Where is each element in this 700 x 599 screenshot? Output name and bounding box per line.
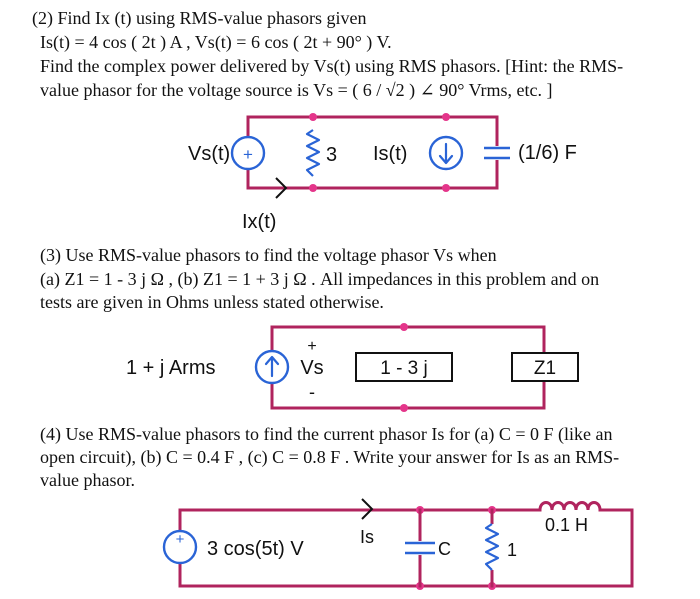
problem4-line1: (4) Use RMS-value phasors to find the cu…: [40, 424, 613, 444]
p4-source-sign: +: [176, 531, 185, 548]
p4-is-arrow-icon: [361, 498, 374, 520]
p3-node-top-1: [400, 323, 408, 331]
p4-resistor: [484, 523, 500, 571]
p3-node-bot-1: [400, 404, 408, 412]
problem3-line2: (a) Z1 = 1 - 3 j Ω , (b) Z1 = 1 + 3 j Ω …: [40, 269, 600, 289]
p2-voltage-source: [230, 135, 266, 171]
p2-resistor: [305, 129, 321, 177]
p2-ix-label: Ix(t): [242, 211, 276, 233]
p2-vs-sign: +: [243, 145, 253, 164]
p4-source-label: 3 cos(5t) V: [207, 538, 304, 560]
p3-impedance-box-z1: [511, 352, 579, 382]
p4-c-label: C: [438, 539, 451, 559]
p2-c-label: (1/6) F: [518, 142, 577, 164]
p3-source-label: 1 + j Arms: [126, 357, 215, 379]
p3-vs-plus: +: [307, 338, 316, 355]
p3-box2-label: Z1: [534, 358, 556, 379]
problem2-line2: Is(t) = 4 cos ( 2t ) A , Vs(t) = 6 cos (…: [40, 32, 392, 52]
arrow-up-icon: [264, 355, 280, 378]
problem2-line4: value phasor for the voltage source is V…: [40, 80, 553, 100]
p3-vs-label: Vs: [300, 357, 323, 379]
p3-impedance-box-1: [355, 352, 453, 382]
p4-is-label: Is: [360, 527, 374, 547]
p2-node-bot-2: [442, 184, 450, 192]
p2-node-top-2: [442, 113, 450, 121]
p2-node-bot-1: [309, 184, 317, 192]
p3-box1-label: 1 - 3 j: [380, 358, 428, 379]
problem4-line2: open circuit), (b) C = 0.4 F , (c) C = 0…: [40, 447, 620, 467]
p2-is-label: Is(t): [373, 143, 407, 165]
p2-ix-arrow-icon: [275, 177, 288, 199]
problem2-line1: (2) Find Ix (t) using RMS-value phasors …: [32, 8, 367, 28]
p3-vs-minus: -: [309, 382, 315, 402]
p2-vs-label: Vs(t): [188, 143, 230, 165]
p4-inductor: [538, 501, 602, 512]
problem3-line3: tests are given in Ohms unless stated ot…: [40, 292, 384, 312]
arrow-down-icon: [438, 142, 454, 165]
problem4-line3: value phasor.: [40, 470, 135, 490]
problem3-line1: (3) Use RMS-value phasors to find the vo…: [40, 245, 497, 265]
problem2-line3: Find the complex power delivered by Vs(t…: [40, 56, 624, 76]
p2-r-label: 3: [326, 144, 337, 166]
p4-l-label: 0.1 H: [545, 515, 588, 535]
p4-r-label: 1: [507, 540, 517, 560]
p4-voltage-source: [162, 529, 198, 565]
p2-node-top-1: [309, 113, 317, 121]
